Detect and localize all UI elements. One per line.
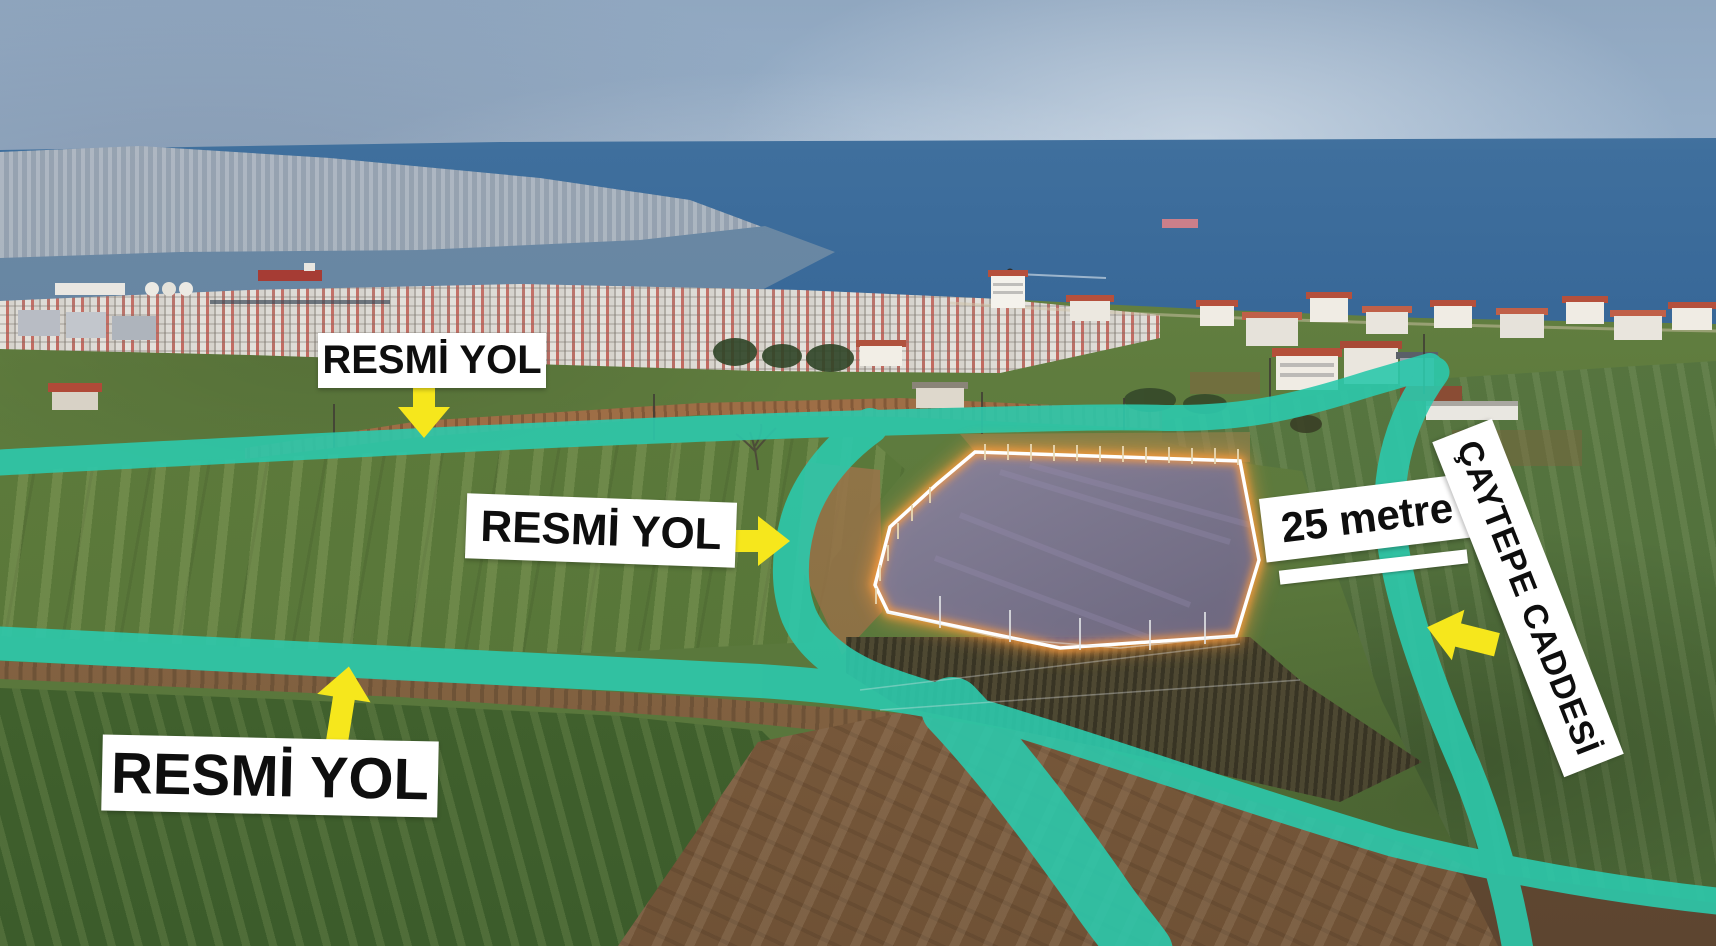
parcel-texture [933,462,1251,641]
parcel [859,432,1301,711]
arrow-up-icon [317,666,371,756]
parcel-fill [875,452,1259,648]
highlighted-roads [0,353,1716,946]
arrow-down-icon [398,386,450,438]
parcel-inner-fence [859,596,1301,711]
shore-houses-right [1196,292,1716,346]
ships [258,219,1198,281]
village-houses-mid [856,270,1114,408]
label-resmi-yol-bottom: RESMİ YOL [101,734,439,818]
arrow-left-icon [1427,609,1500,661]
parcel-fence-posts [875,444,1239,604]
label-text: RESMİ YOL [479,501,723,559]
road-official-lower [0,626,975,723]
label-resmi-yol-middle: RESMİ YOL [464,493,738,568]
label-text: RESMİ YOL [322,338,542,382]
road-branch-south [921,677,1173,946]
harbor-tanks [55,282,390,304]
bare-tree [735,423,777,471]
label-text: 25 metre [1278,483,1456,552]
label-resmi-yol-top: RESMİ YOL [318,333,546,388]
arrows [317,386,1500,756]
road-branch-east [944,692,1716,915]
label-text: RESMİ YOL [110,740,430,812]
parcel-border [873,450,1261,650]
town-buildings-left [18,310,156,410]
road-official-top [0,353,1443,476]
arrow-right-icon [730,516,790,566]
